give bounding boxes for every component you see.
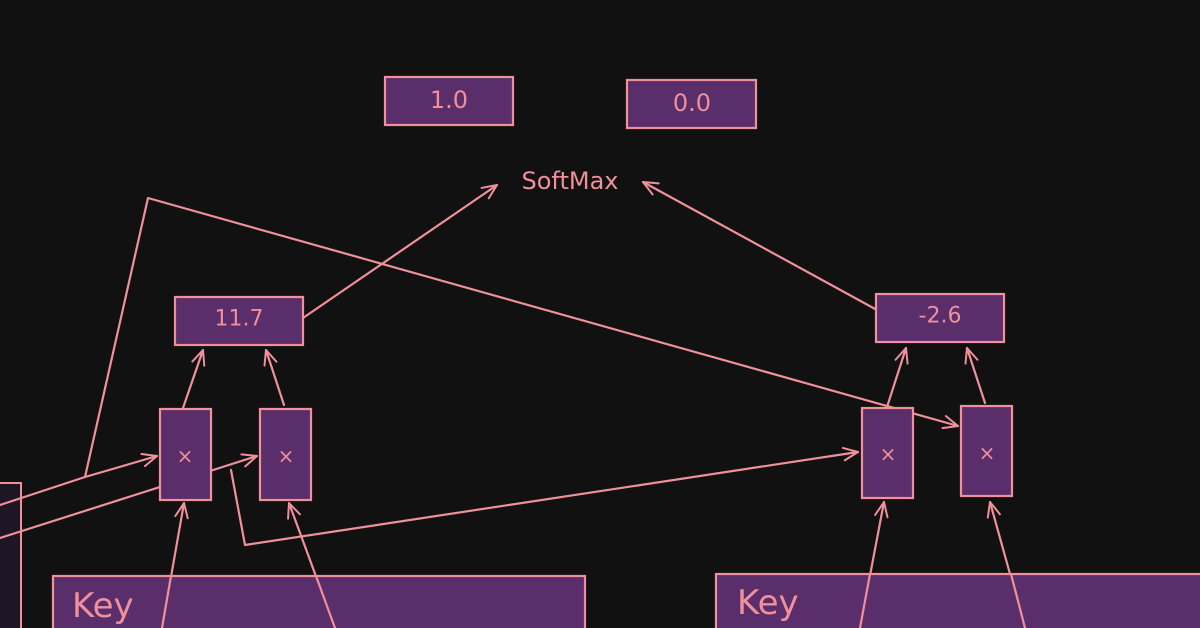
output-value: 1.0 bbox=[430, 86, 468, 114]
edge-query-to-mul3 bbox=[229, 446, 860, 547]
multiply-node-1: × bbox=[158, 407, 213, 502]
edge-score-left-to-softmax bbox=[301, 183, 499, 320]
score-node-right: -2.6 bbox=[874, 292, 1006, 344]
multiply-icon: × bbox=[979, 441, 996, 465]
query-panel-edge bbox=[0, 482, 22, 628]
multiply-node-4: × bbox=[959, 404, 1014, 498]
score-value: 11.7 bbox=[215, 307, 264, 332]
output-value: 0.0 bbox=[673, 89, 711, 117]
edges bbox=[0, 180, 1027, 628]
score-node-left: 11.7 bbox=[173, 295, 305, 347]
softmax-label: SoftMax bbox=[522, 167, 619, 195]
multiply-icon: × bbox=[278, 444, 295, 468]
score-value: -2.6 bbox=[919, 304, 962, 329]
key-label: Key bbox=[72, 586, 134, 626]
multiply-icon: × bbox=[880, 442, 897, 466]
output-node-1: 1.0 bbox=[383, 75, 515, 127]
edge-mul4-to-score-right bbox=[964, 346, 987, 405]
edge-mul2-to-score-left bbox=[263, 348, 286, 407]
key-label: Key bbox=[737, 583, 799, 623]
edge-mul1-to-score-left bbox=[181, 348, 206, 410]
multiply-icon: × bbox=[177, 444, 194, 468]
edges-over-keys bbox=[160, 572, 1027, 628]
edge-score-right-to-softmax bbox=[641, 180, 879, 312]
edge-query-to-mul1 bbox=[83, 452, 159, 479]
multiply-node-3: × bbox=[860, 406, 915, 500]
output-node-2: 0.0 bbox=[625, 78, 758, 130]
edge-query-to-mul4 bbox=[0, 196, 960, 507]
multiply-node-2: × bbox=[258, 407, 313, 502]
edge-query-to-mul2 bbox=[0, 453, 259, 540]
key-node-right: Key bbox=[714, 572, 1200, 628]
edge-mul3-to-score-right bbox=[885, 346, 909, 409]
